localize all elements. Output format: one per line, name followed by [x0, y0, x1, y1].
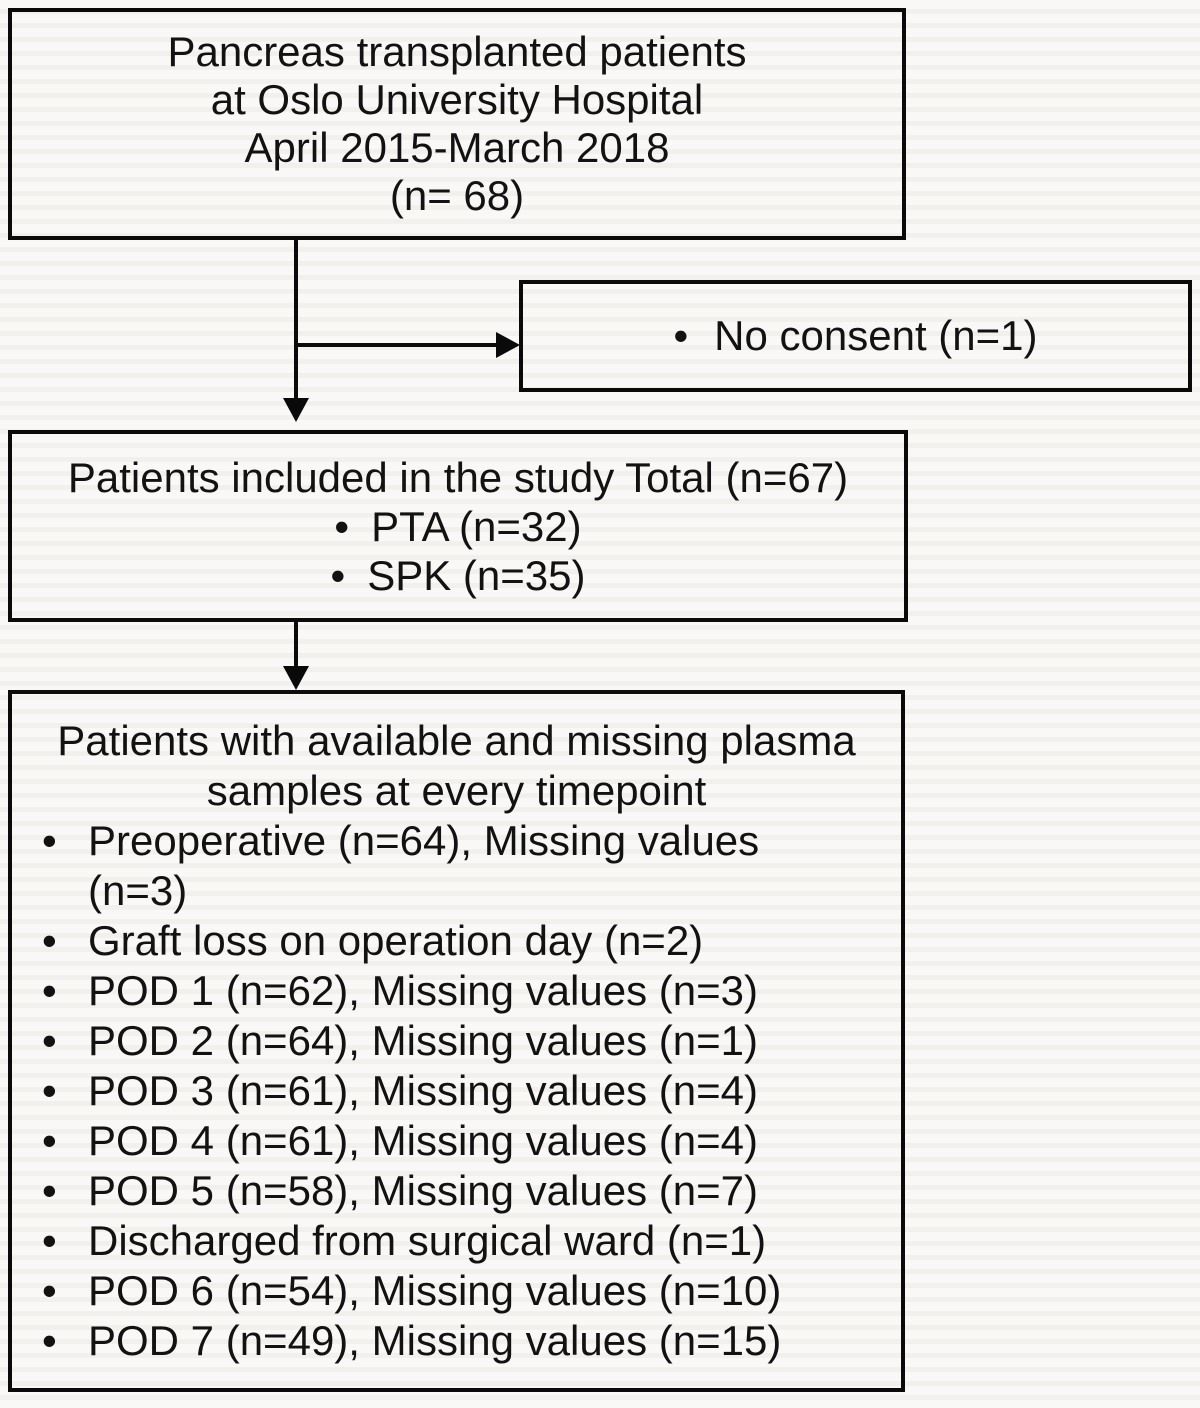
timepoint-item: • POD 2 (n=64), Missing values (n=1) [12, 1016, 811, 1066]
box-no-consent: • No consent (n=1) [519, 280, 1192, 392]
top-box-line: Pancreas transplanted patients [167, 28, 747, 75]
included-item: • PTA (n=32) [330, 502, 585, 551]
bullet-icon: • [42, 1067, 57, 1114]
timepoint-item-label: POD 6 (n=54), Missing values (n=10) [88, 1267, 782, 1314]
bullet-icon: • [673, 312, 689, 359]
timepoint-item-label: POD 7 (n=49), Missing values (n=15) [88, 1317, 782, 1364]
timepoint-item: • POD 4 (n=61), Missing values (n=4) [12, 1116, 811, 1166]
included-title: Patients included in the study Total (n=… [67, 453, 849, 501]
bullet-icon: • [42, 1017, 57, 1064]
bullet-icon: • [42, 917, 57, 964]
timepoint-item: • Preoperative (n=64), Missing values (n… [12, 816, 811, 916]
arrowhead-down-icon [283, 398, 309, 422]
no-consent-label: No consent (n=1) [714, 312, 1038, 359]
timepoint-item-label: POD 2 (n=64), Missing values (n=1) [88, 1017, 758, 1064]
arrowhead-right-icon [496, 332, 520, 358]
bullet-icon: • [334, 502, 350, 550]
timepoint-item: • POD 1 (n=62), Missing values (n=3) [12, 966, 811, 1016]
timepoint-item: • POD 6 (n=54), Missing values (n=10) [12, 1266, 811, 1316]
timepoint-item: • POD 3 (n=61), Missing values (n=4) [12, 1066, 811, 1116]
bullet-icon: • [42, 1117, 57, 1164]
bullet-icon: • [42, 1167, 57, 1214]
no-consent-row: • No consent (n=1) [673, 312, 1037, 360]
bullet-icon: • [330, 551, 346, 599]
bullet-icon: • [42, 1267, 57, 1314]
bullet-icon: • [42, 1317, 57, 1364]
timepoints-title-line: samples at every timepoint [206, 767, 707, 814]
box-included-patients: Patients included in the study Total (n=… [8, 430, 908, 622]
timepoint-item-label: Discharged from surgical ward (n=1) [88, 1217, 767, 1264]
timepoints-items: • Preoperative (n=64), Missing values (n… [12, 816, 901, 1366]
timepoint-item-label: Preoperative (n=64), Missing values (n=3… [88, 817, 760, 914]
timepoint-item-label: POD 4 (n=61), Missing values (n=4) [88, 1117, 758, 1164]
timepoint-item: • Discharged from surgical ward (n=1) [12, 1216, 811, 1266]
included-item-label: PTA (n=32) [371, 502, 582, 550]
timepoints-title-line: Patients with available and missing plas… [57, 717, 856, 764]
arrowhead-down-icon [283, 666, 309, 690]
timepoints-title: Patients with available and missing plas… [12, 716, 901, 816]
top-box-line: at Oslo University Hospital [210, 76, 704, 123]
top-box-line: (n= 68) [389, 172, 525, 219]
timepoint-item: • Graft loss on operation day (n=2) [12, 916, 811, 966]
included-items: • PTA (n=32) • SPK (n=35) [330, 502, 585, 600]
timepoint-item-label: Graft loss on operation day (n=2) [88, 917, 704, 964]
timepoint-item-label: POD 3 (n=61), Missing values (n=4) [88, 1067, 758, 1114]
timepoint-item: • POD 5 (n=58), Missing values (n=7) [12, 1166, 811, 1216]
timepoints-title-lines: Patients with available and missing plas… [12, 716, 901, 816]
top-box-line: April 2015-March 2018 [244, 124, 670, 171]
included-item: • SPK (n=35) [330, 551, 585, 600]
included-item-label: SPK (n=35) [367, 551, 586, 599]
bullet-icon: • [42, 817, 57, 864]
box-timepoint-samples: Patients with available and missing plas… [8, 690, 905, 1392]
timepoint-item-label: POD 5 (n=58), Missing values (n=7) [88, 1167, 758, 1214]
bullet-icon: • [42, 1217, 57, 1264]
bullet-icon: • [42, 967, 57, 1014]
timepoint-item-label: POD 1 (n=62), Missing values (n=3) [88, 967, 758, 1014]
timepoint-item: • POD 7 (n=49), Missing values (n=15) [12, 1316, 811, 1366]
